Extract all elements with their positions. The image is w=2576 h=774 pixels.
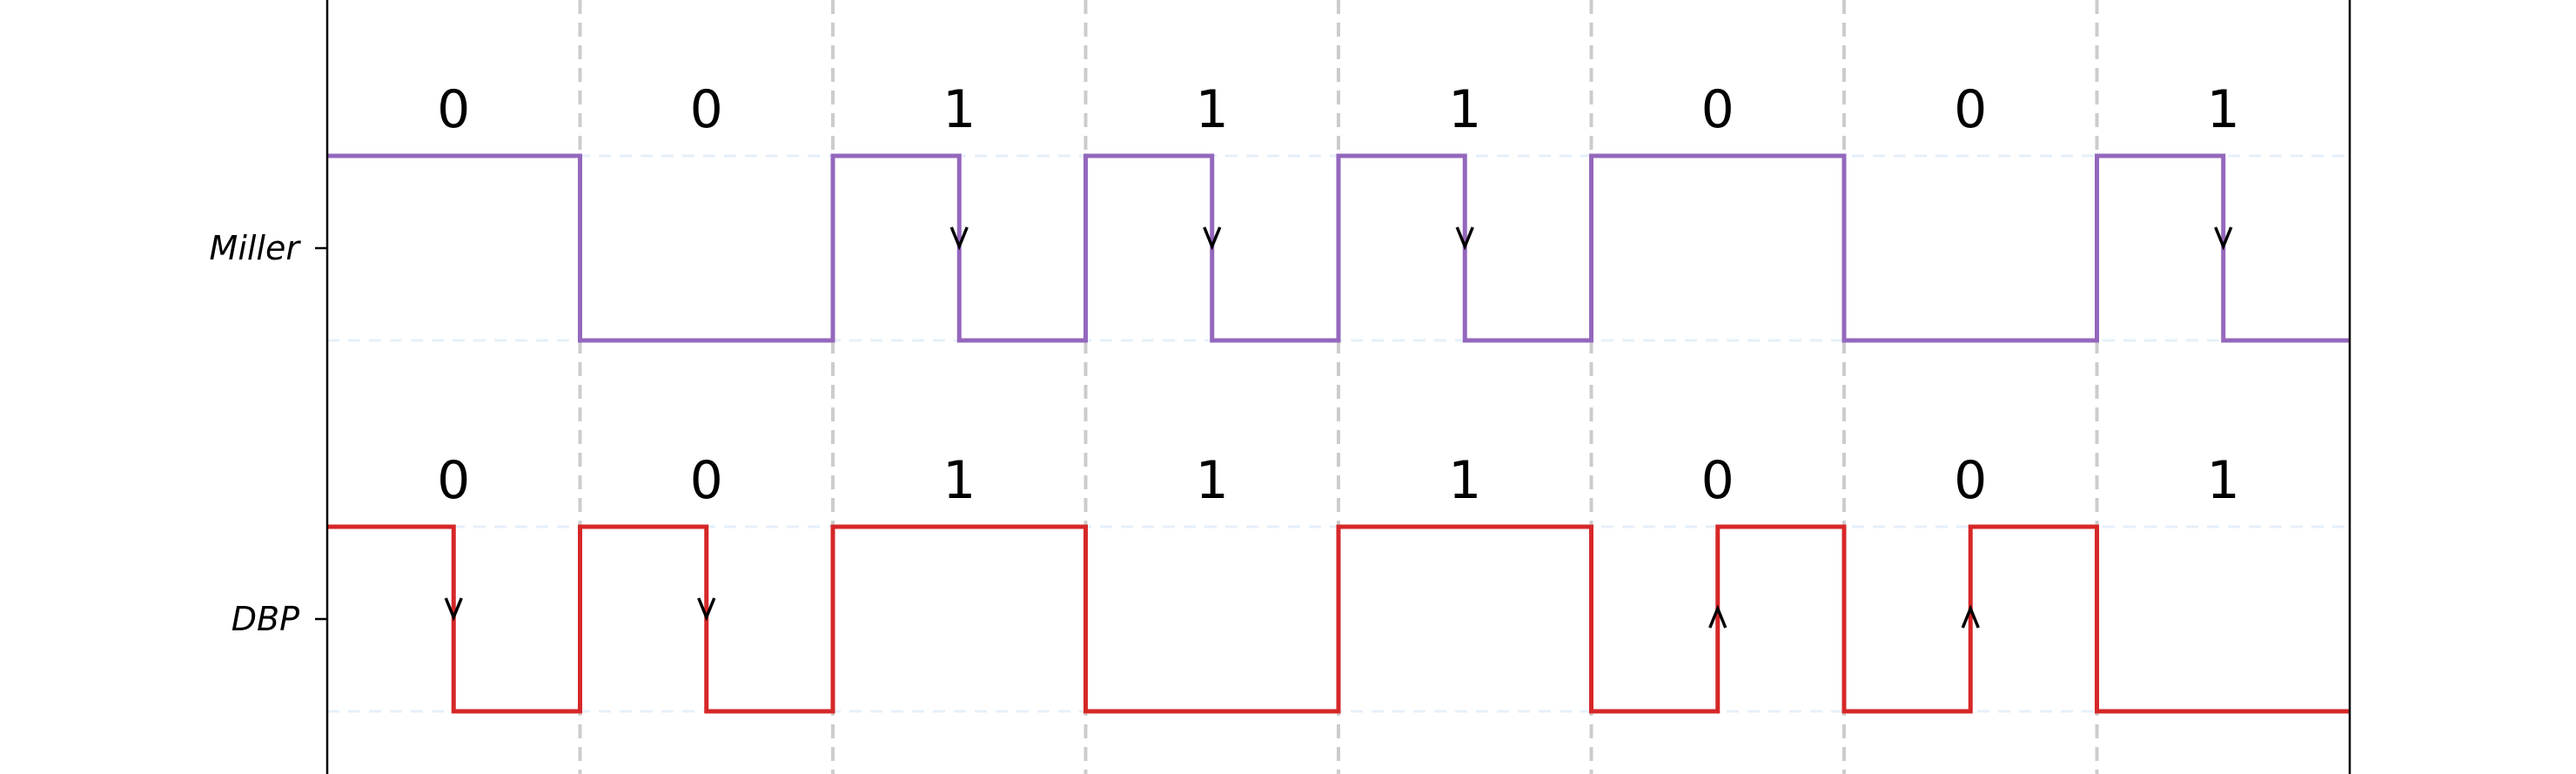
- bit-label: 1: [2207, 79, 2240, 140]
- signal-traces: [327, 153, 2350, 714]
- waveform-dbp: [327, 524, 2350, 714]
- bit-label: 1: [1196, 79, 1229, 140]
- transition-arrow-down: [697, 597, 716, 622]
- transition-arrow-up: [1961, 604, 1980, 629]
- bit-label: 1: [1448, 79, 1481, 140]
- bit-label: 0: [437, 79, 470, 140]
- bit-label: 0: [1701, 450, 1734, 511]
- transition-arrows: [444, 226, 2233, 629]
- bit-label: 1: [1196, 450, 1229, 511]
- bit-label: 0: [690, 450, 723, 511]
- transition-arrow-up: [1708, 604, 1727, 629]
- bit-label: 1: [1448, 450, 1481, 511]
- bit-label: 0: [1701, 79, 1734, 140]
- transition-arrow-down: [444, 597, 463, 622]
- bit-label: 1: [2207, 450, 2240, 511]
- transition-arrow-down: [1455, 226, 1474, 251]
- transition-arrow-down: [1203, 226, 1222, 251]
- transition-arrow-down: [949, 226, 969, 251]
- transition-arrow-down: [2214, 226, 2233, 251]
- bit-label: 0: [437, 450, 470, 511]
- bit-label: 0: [1954, 79, 1987, 140]
- waveform-miller: [327, 153, 2350, 343]
- bit-labels: 0 0 1 1 1 0 0 1 0 0 1 1 1 0 0 1: [437, 79, 2240, 511]
- bit-label: 1: [943, 79, 976, 140]
- bit-label: 1: [943, 450, 976, 511]
- series-label-dbp: DBP: [231, 600, 299, 638]
- bit-label: 0: [690, 79, 723, 140]
- series-label-miller: Miller: [210, 229, 302, 267]
- bit-label: 0: [1954, 450, 1987, 511]
